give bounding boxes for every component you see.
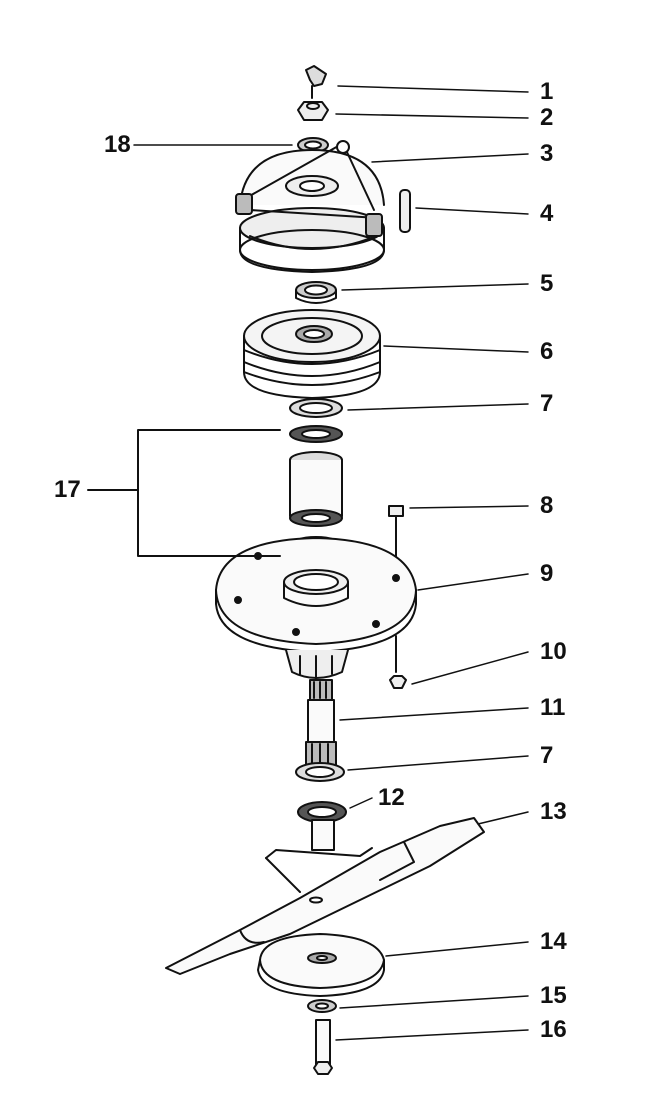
seal-icon <box>289 398 343 418</box>
pin-icon <box>399 189 411 233</box>
grease-fitting-icon <box>305 65 327 99</box>
pulley-icon <box>243 309 381 399</box>
washer-icon <box>297 137 329 153</box>
callout-14: 14 <box>540 928 567 955</box>
callout-17: 17 <box>54 476 81 503</box>
callout-11: 11 <box>540 694 566 721</box>
bolt-icon <box>313 1019 333 1075</box>
callout-16: 16 <box>540 1016 567 1043</box>
callout-15: 15 <box>540 982 567 1009</box>
spindle-housing-icon <box>215 537 417 681</box>
callout-5: 5 <box>540 270 554 297</box>
callout-9: 9 <box>540 560 554 587</box>
blade-icon <box>165 817 485 975</box>
callout-7-upper: 7 <box>540 390 554 417</box>
nut-icon <box>297 101 329 121</box>
bolt-icon <box>388 505 404 561</box>
seal-icon <box>295 762 345 782</box>
callout-7-lower: 7 <box>540 742 554 769</box>
nut-icon <box>297 801 347 851</box>
callout-18: 18 <box>104 131 131 158</box>
callout-2: 2 <box>540 104 554 131</box>
callout-13: 13 <box>540 798 567 825</box>
callout-12: 12 <box>378 784 405 811</box>
callout-1: 1 <box>540 78 554 105</box>
callout-6: 6 <box>540 338 554 365</box>
bracket-line <box>87 429 281 557</box>
bearing-icon <box>295 281 337 304</box>
leader-lines <box>133 85 529 1041</box>
callout-8: 8 <box>540 492 554 519</box>
locknut-icon <box>389 635 407 689</box>
bearing-assembly-icon <box>289 425 343 556</box>
callout-10: 10 <box>540 638 567 665</box>
callout-4: 4 <box>540 200 554 227</box>
spindle-housing-cover-icon <box>235 140 385 273</box>
washer-icon <box>307 999 337 1013</box>
callout-3: 3 <box>540 140 554 167</box>
blade-cup-icon <box>257 933 385 997</box>
